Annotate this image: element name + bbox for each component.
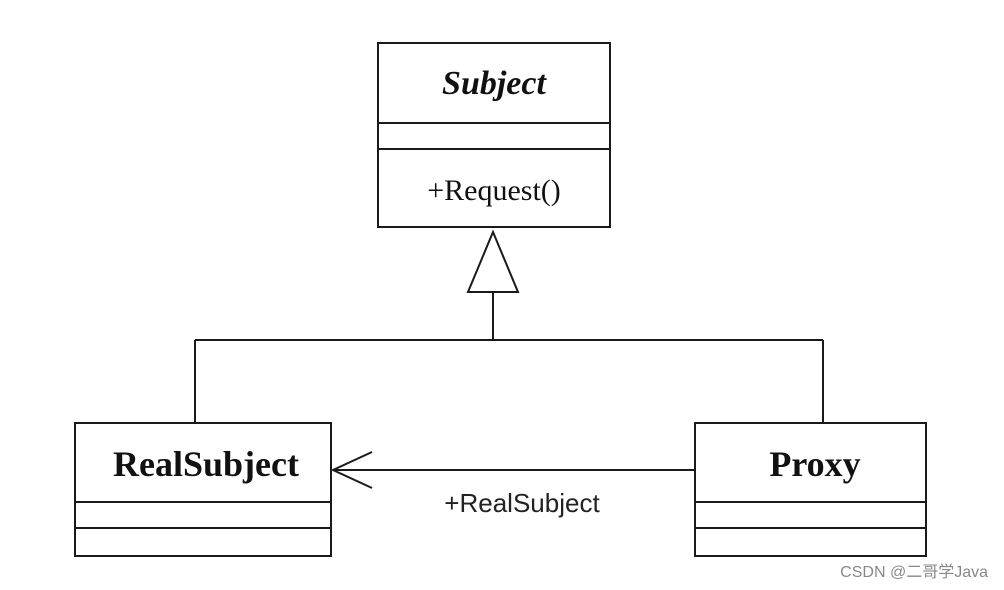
- class-subject-box: [377, 42, 611, 228]
- association-proxy-realsubject: +RealSubject: [330, 451, 695, 518]
- class-subject: Subject +Request(): [377, 42, 611, 228]
- class-subject-operation: +Request(): [427, 174, 561, 207]
- class-realsubject-name: RealSubject: [113, 444, 299, 484]
- class-realsubject: RealSubject: [74, 422, 332, 557]
- class-proxy-box: [694, 422, 927, 557]
- class-proxy-name: Proxy: [769, 444, 860, 484]
- class-subject-name: Subject: [442, 65, 547, 102]
- class-proxy: Proxy: [694, 422, 927, 557]
- watermark-text: CSDN @二哥学Java: [840, 564, 988, 581]
- association-arrowhead: [330, 451, 373, 489]
- class-realsubject-box: [74, 422, 332, 557]
- association-label: +RealSubject: [444, 488, 600, 518]
- generalization-arrowhead: [466, 229, 520, 293]
